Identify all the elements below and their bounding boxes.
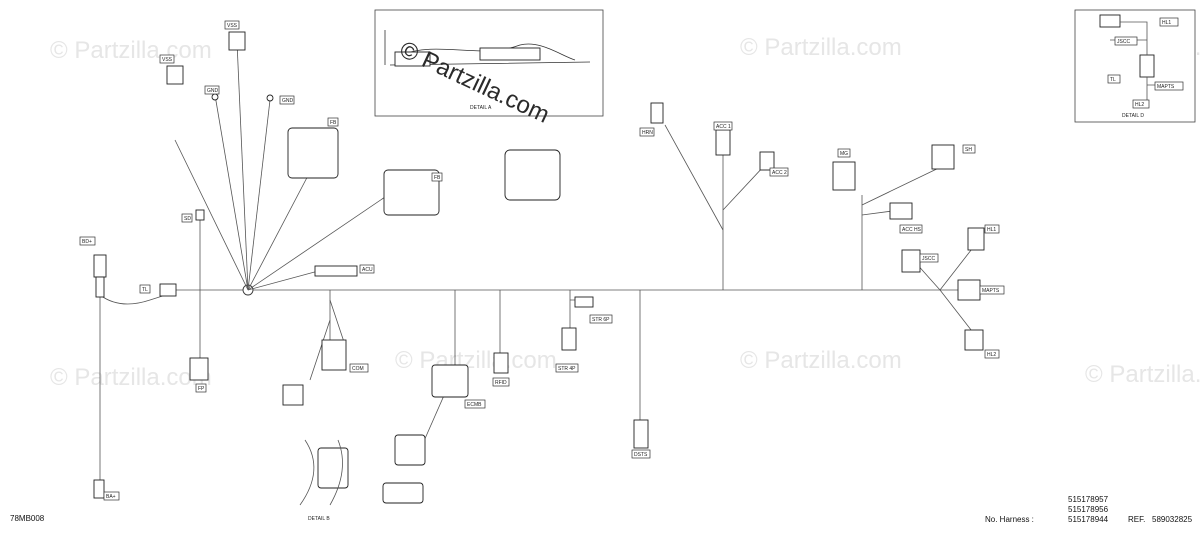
tag-com: COM <box>352 366 364 372</box>
watermark: © Partzilla.com <box>740 347 902 374</box>
detail-d-panel: HL1 JSCC TL MAPTS HL2 DETAIL D <box>1074 9 1196 123</box>
tag-gnd: GND <box>207 88 219 94</box>
connector-mg-icon <box>832 161 856 191</box>
watermark-layer: © Partzilla.com © Partzilla.com © Partzi… <box>50 34 1200 391</box>
connector-tags: BD+ BA+ TL SD FP VSS VSS GND GND FB FB A… <box>79 20 1005 522</box>
connector-acu-icon <box>314 265 358 277</box>
tag-hl2: HL2 <box>987 352 996 358</box>
tag-bd: BD+ <box>82 239 92 245</box>
connector-hl2-icon <box>964 329 984 351</box>
detail-a-connector-icon <box>394 51 431 67</box>
harness-number-3: 515178944 <box>1068 515 1109 524</box>
connector-fb-icon <box>287 127 339 179</box>
tag-str6p: STR 6P <box>592 317 610 323</box>
connector-sh-icon <box>931 144 955 170</box>
connector-mapts-icon <box>957 279 981 301</box>
connector-str4p-icon <box>561 327 577 351</box>
connector-hl1-icon <box>967 227 985 251</box>
tag-vss: VSS <box>162 57 173 63</box>
ground-ring-icon <box>211 93 219 101</box>
tag-detail-d-tl: TL <box>1110 77 1116 83</box>
tag-vss2: VSS <box>227 23 238 29</box>
tag-detail-d-hl1: HL1 <box>1162 20 1171 26</box>
detail-d-caption: DETAIL D <box>1122 113 1144 119</box>
connector-acc1-icon <box>715 129 731 156</box>
tag-detail-d-jscc: JSCC <box>1117 39 1130 45</box>
tag-tl: TL <box>142 287 148 293</box>
connector-str6p-icon <box>574 296 594 308</box>
watermark: © Partzilla.com <box>50 37 212 64</box>
tag-acu: ACU <box>362 267 373 273</box>
tag-acc2: ACC 2 <box>772 170 787 176</box>
connector-hrn-icon <box>650 102 664 124</box>
tag-fb: FB <box>330 120 337 126</box>
detail-a-caption: DETAIL A <box>470 105 492 111</box>
detail-a-panel: DETAIL A <box>374 9 604 117</box>
watermark: © Partzilla.com <box>395 347 557 374</box>
harness-number-1: 515178957 <box>1068 495 1109 504</box>
tag-fp: FP <box>198 386 205 392</box>
connector-ecmb-icon <box>431 364 469 398</box>
tag-mg: MG <box>840 151 848 157</box>
harness-label: No. Harness : <box>985 515 1034 524</box>
connector-acchs-icon <box>889 202 913 220</box>
connector-com-icon <box>321 339 347 371</box>
tag-ba: BA+ <box>106 494 116 500</box>
ground-ring-icon <box>266 94 274 102</box>
connector-ba-icon <box>93 479 105 499</box>
connector-vss2-icon <box>228 31 246 51</box>
tag-hrn: HRN <box>642 130 653 136</box>
tag-sh: SH <box>965 147 972 153</box>
tag-jscc: JSCC <box>922 256 935 262</box>
connector-block-icon <box>504 149 561 201</box>
ref-label: REF. <box>1128 515 1145 524</box>
connector-dsts-icon <box>633 419 649 449</box>
tag-ecmb: ECMB <box>467 402 482 408</box>
tag-sd: SD <box>184 216 191 222</box>
tag-dsts: DSTS <box>634 452 648 458</box>
connector-fb2-icon <box>383 169 440 216</box>
connector-sd-icon <box>195 209 205 221</box>
figure-code: 78MB008 <box>10 514 45 523</box>
ref-number: 589032825 <box>1152 515 1193 524</box>
watermark: © Partzilla.com <box>50 364 212 391</box>
watermark: © Partzilla.com <box>740 34 902 61</box>
footer: 78MB008 515178957 515178956 No. Harness … <box>10 495 1193 524</box>
detail-b-caption: DETAIL B <box>308 516 330 522</box>
harness-number-2: 515178956 <box>1068 505 1109 514</box>
tag-detail-d-hl2: HL2 <box>1135 102 1144 108</box>
tag-acc1: ACC 1 <box>716 124 731 130</box>
connector-fp-icon <box>189 357 209 381</box>
tag-acchs: ACC HS <box>902 227 922 233</box>
connector-icons <box>93 31 985 506</box>
tag-fb2: FB <box>434 175 441 181</box>
connector-acc2-icon <box>759 151 775 171</box>
tag-rfid: RFID <box>495 380 507 386</box>
connector-rfid-icon <box>493 352 509 374</box>
tag-detail-d-mapts: MAPTS <box>1157 84 1175 90</box>
tag-hl1: HL1 <box>987 227 996 233</box>
tag-str4p: STR 4P <box>558 366 576 372</box>
connector-bd-icon <box>93 254 107 278</box>
detail-b-connector-icon <box>317 447 349 489</box>
connector-vss-icon <box>166 65 184 85</box>
tag-gnd2: GND <box>282 98 294 104</box>
connector-jscc-icon <box>901 249 921 273</box>
watermark: © Partzilla.com <box>1085 361 1200 388</box>
connector-tl-icon <box>159 283 177 297</box>
tag-mapts: MAPTS <box>982 288 1000 294</box>
